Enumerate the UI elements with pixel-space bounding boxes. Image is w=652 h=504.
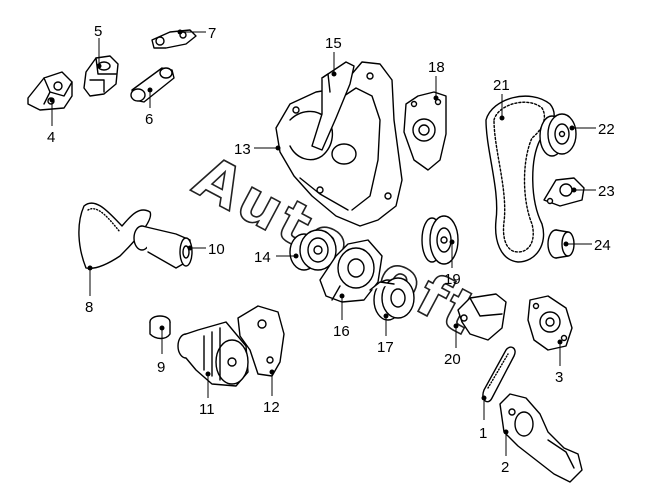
part-3-water-pump[interactable] <box>528 296 572 350</box>
part-6-torque-rod[interactable] <box>131 68 174 102</box>
part-10-crank-damper[interactable] <box>134 226 192 268</box>
part-11-alternator[interactable] <box>178 322 248 386</box>
callout-10: 10 <box>208 241 225 258</box>
callout-23: 23 <box>598 183 615 200</box>
part-12-alternator-bracket[interactable] <box>238 306 284 376</box>
callout-2: 2 <box>501 459 509 476</box>
part-16-tensioner[interactable] <box>320 240 382 302</box>
callout-20: 20 <box>444 351 461 368</box>
part-21-timing-belt[interactable] <box>486 96 554 262</box>
part-14-crank-sprocket[interactable] <box>290 230 336 270</box>
callout-1: 1 <box>479 425 487 442</box>
callout-5: 5 <box>94 23 102 40</box>
callout-8: 8 <box>85 299 93 316</box>
callout-12: 12 <box>263 399 280 416</box>
part-15-cover-strip[interactable] <box>312 62 354 150</box>
callout-14: 14 <box>254 249 271 266</box>
part-20-support-bracket[interactable] <box>458 294 506 340</box>
callout-7: 7 <box>208 25 216 42</box>
callout-15: 15 <box>325 35 342 52</box>
callout-4: 4 <box>47 129 55 146</box>
callout-13: 13 <box>234 141 251 158</box>
part-5-mount-bushing[interactable] <box>84 56 118 96</box>
part-7-link-bracket[interactable] <box>152 30 196 48</box>
callout-21: 21 <box>493 77 510 94</box>
part-4-engine-mount[interactable] <box>28 72 72 110</box>
callout-16: 16 <box>333 323 350 340</box>
callout-22: 22 <box>598 121 615 138</box>
callout-24: 24 <box>594 237 611 254</box>
part-9-cap[interactable] <box>150 316 170 339</box>
callout-19: 19 <box>444 271 461 288</box>
part-22-camshaft-pulley[interactable] <box>540 114 576 156</box>
callout-18: 18 <box>428 59 445 76</box>
callout-6: 6 <box>145 111 153 128</box>
part-24-idler-roller[interactable] <box>548 230 574 258</box>
part-18-rear-cover[interactable] <box>404 92 446 170</box>
callout-3: 3 <box>555 369 563 386</box>
part-2-oil-pump[interactable] <box>500 394 582 482</box>
part-17-idler-pulley[interactable] <box>370 278 414 320</box>
part-19-pulley[interactable] <box>422 216 458 264</box>
part-23-tensioner-bracket[interactable] <box>544 178 584 206</box>
callout-17: 17 <box>377 339 394 356</box>
callout-11: 11 <box>199 401 215 418</box>
callout-9: 9 <box>157 359 165 376</box>
